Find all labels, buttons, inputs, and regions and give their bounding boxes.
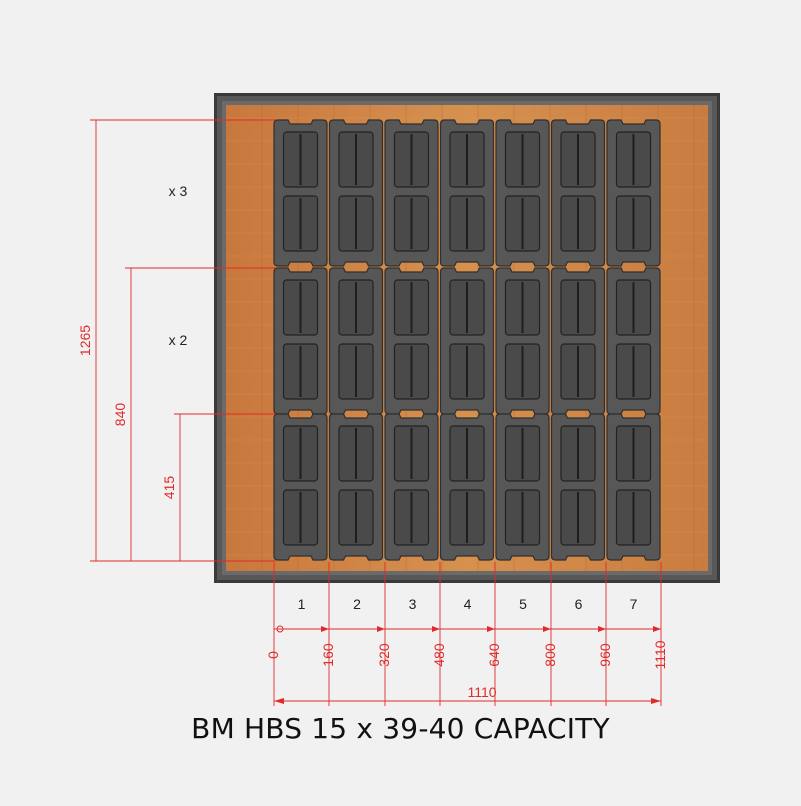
- diagram-title: BM HBS 15 x 39-40 CAPACITY: [191, 712, 610, 745]
- concrete-block: [606, 413, 661, 561]
- horizontal-tick-label: 800: [542, 643, 558, 667]
- vertical-dimension-label: 840: [112, 403, 128, 427]
- column-number-label: 1: [298, 596, 306, 612]
- concrete-block: [273, 413, 328, 561]
- arrow-head: [651, 698, 661, 704]
- horizontal-tick-label: 480: [431, 643, 447, 667]
- concrete-block: [606, 119, 661, 267]
- concrete-block: [550, 267, 606, 415]
- concrete-block: [550, 119, 606, 267]
- concrete-block: [495, 413, 550, 561]
- arrow-head: [321, 626, 329, 632]
- horizontal-tick-label: 0: [265, 651, 281, 659]
- column-number-label: 4: [464, 596, 472, 612]
- arrow-head: [377, 626, 385, 632]
- horizontal-tick-label: 960: [597, 643, 613, 667]
- row-count-label-top: x 3: [169, 183, 188, 199]
- concrete-block: [606, 267, 661, 415]
- concrete-block: [384, 413, 439, 561]
- arrow-head: [432, 626, 440, 632]
- column-number-label: 5: [519, 596, 527, 612]
- arrow-head: [274, 698, 284, 704]
- horizontal-tick-label: 160: [320, 643, 336, 667]
- column-number-label: 6: [575, 596, 583, 612]
- concrete-block: [328, 267, 384, 415]
- concrete-block: [328, 119, 384, 267]
- horizontal-tick-label: 320: [376, 643, 392, 667]
- concrete-block: [495, 267, 550, 415]
- concrete-block: [550, 413, 606, 561]
- horizontal-tick-label: 1110: [652, 640, 668, 669]
- arrow-head: [487, 626, 495, 632]
- horizontal-tick-label: 640: [486, 643, 502, 667]
- concrete-block: [439, 413, 495, 561]
- arrow-head: [598, 626, 606, 632]
- concrete-block: [273, 119, 328, 267]
- concrete-block: [495, 119, 550, 267]
- origin-circle: [276, 625, 284, 633]
- column-number-label: 3: [409, 596, 417, 612]
- column-number-label: 2: [353, 596, 361, 612]
- arrow-head: [543, 626, 551, 632]
- row-count-label-middle: x 2: [169, 332, 188, 348]
- vertical-dimension-label: 415: [161, 476, 177, 500]
- column-number-label: 7: [630, 596, 638, 612]
- concrete-block: [439, 119, 495, 267]
- concrete-block: [439, 267, 495, 415]
- arrow-head: [653, 626, 661, 632]
- vertical-dimension-label: 1265: [77, 325, 93, 356]
- horizontal-total-label: 1110: [467, 684, 496, 700]
- concrete-block: [384, 267, 439, 415]
- concrete-block: [384, 119, 439, 267]
- concrete-block: [273, 267, 328, 415]
- concrete-block: [328, 413, 384, 561]
